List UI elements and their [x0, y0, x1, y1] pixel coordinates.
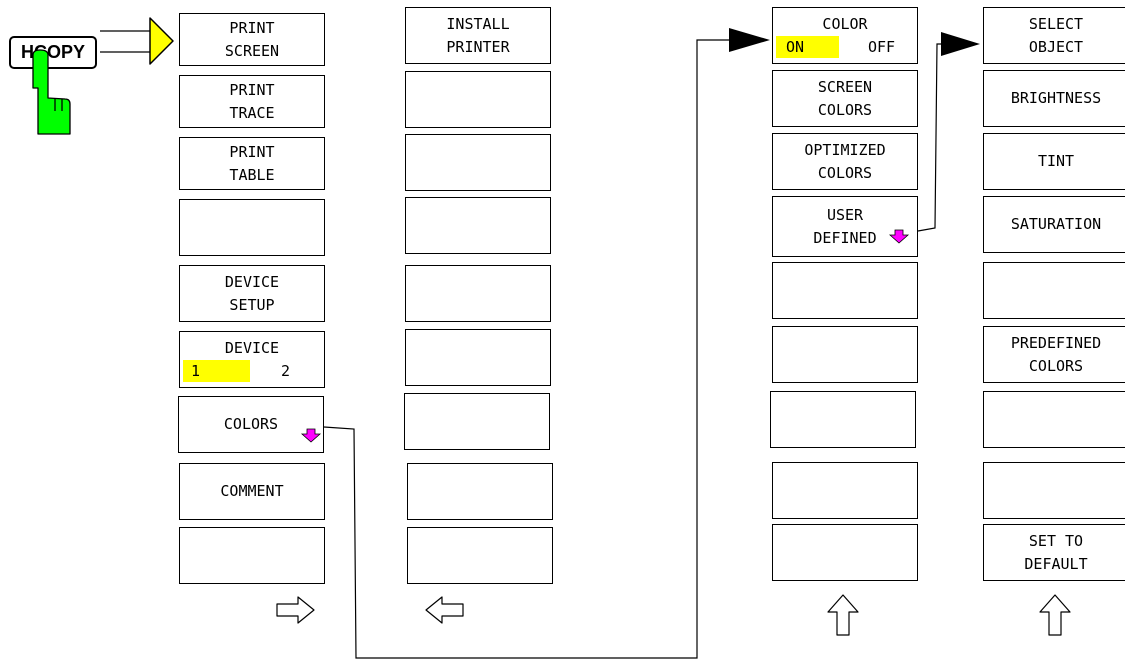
softkey-blank[interactable] [405, 134, 551, 191]
right-arrow-icon [149, 17, 174, 65]
softkey-label: PRINT [229, 18, 275, 37]
color-toggle[interactable]: ON OFF [773, 35, 917, 59]
softkey-blank[interactable] [405, 197, 551, 254]
softkey-label: PRINT [229, 80, 275, 99]
softkey-blank[interactable] [407, 527, 553, 584]
softkey-colors[interactable]: COLORS [178, 396, 324, 453]
softkey-label: SCREEN [817, 77, 873, 96]
softkey-saturation[interactable]: SATURATION [983, 196, 1125, 253]
softkey-label: COMMENT [220, 482, 284, 500]
softkey-label: PRINTER [446, 37, 510, 56]
color-off-option[interactable]: OFF [868, 37, 896, 56]
softkey-blank[interactable] [179, 527, 325, 584]
softkey-select-object[interactable]: SELECT OBJECT [983, 7, 1125, 64]
softkey-label: DEVICE [224, 272, 280, 291]
softkey-install-printer[interactable]: INSTALL PRINTER [405, 7, 551, 64]
softkey-label: COLORS [817, 163, 873, 182]
device-option-2[interactable]: 2 [281, 361, 291, 380]
right-arrow-icon [941, 32, 980, 56]
softkey-print-trace[interactable]: PRINT TRACE [179, 75, 325, 128]
softkey-label: TRACE [229, 103, 275, 122]
softkey-label: SCREEN [224, 41, 280, 60]
softkey-label: DEFAULT [1024, 554, 1088, 573]
softkey-blank[interactable] [983, 262, 1125, 319]
user-defined-to-select-object-connector [917, 43, 943, 232]
softkey-color[interactable]: COLOR ON OFF [772, 7, 918, 64]
softkey-print-screen[interactable]: PRINT SCREEN [179, 13, 325, 66]
softkey-optimized-colors[interactable]: OPTIMIZED COLORS [772, 133, 918, 190]
up-arrow-icon[interactable] [825, 592, 861, 638]
colors-to-color-connector [323, 39, 733, 659]
next-page-arrow-icon[interactable] [274, 594, 320, 626]
prev-page-arrow-icon[interactable] [420, 594, 466, 626]
softkey-label: COLOR [822, 14, 868, 33]
softkey-blank[interactable] [179, 199, 325, 256]
device-option-1[interactable]: 1 [191, 361, 201, 380]
softkey-blank[interactable] [405, 71, 551, 128]
softkey-blank[interactable] [772, 326, 918, 383]
softkey-label: SET TO [1028, 531, 1084, 550]
softkey-label: DEFINED [813, 228, 877, 247]
softkey-label: TABLE [229, 165, 275, 184]
softkey-label: BRIGHTNESS [1010, 89, 1102, 107]
softkey-device-setup[interactable]: DEVICE SETUP [179, 265, 325, 322]
softkey-blank[interactable] [407, 463, 553, 520]
softkey-screen-colors[interactable]: SCREEN COLORS [772, 70, 918, 127]
softkey-blank[interactable] [770, 391, 916, 448]
softkey-label: PRINT [229, 142, 275, 161]
softkey-label: PREDEFINED [1010, 333, 1102, 352]
softkey-label: OBJECT [1028, 37, 1084, 56]
softkey-label: COLORS [1028, 356, 1084, 375]
up-arrow-icon[interactable] [1037, 592, 1073, 638]
hcopy-hardkey[interactable]: HCOPY [9, 36, 97, 69]
softkey-label: COLORS [817, 100, 873, 119]
device-toggle[interactable]: 1 2 [180, 359, 324, 383]
softkey-blank[interactable] [405, 329, 551, 386]
softkey-tint[interactable]: TINT [983, 133, 1125, 190]
color-on-option[interactable]: ON [786, 37, 805, 56]
softkey-label: OPTIMIZED [804, 140, 886, 159]
softkey-device[interactable]: DEVICE 1 2 [179, 331, 325, 388]
softkey-set-to-default[interactable]: SET TO DEFAULT [983, 524, 1125, 581]
softkey-brightness[interactable]: BRIGHTNESS [983, 70, 1125, 127]
softkey-label: INSTALL [446, 14, 510, 33]
selected-option-highlight [183, 359, 250, 382]
right-arrow-icon [729, 28, 770, 52]
softkey-label: DEVICE [224, 338, 280, 357]
softkey-blank[interactable] [983, 391, 1125, 448]
softkey-blank[interactable] [404, 393, 550, 450]
softkey-blank[interactable] [772, 524, 918, 581]
softkey-blank[interactable] [983, 462, 1125, 519]
softkey-comment[interactable]: COMMENT [179, 463, 325, 520]
softkey-label: SATURATION [1010, 215, 1102, 233]
softkey-label: SETUP [229, 295, 275, 314]
softkey-print-table[interactable]: PRINT TABLE [179, 137, 325, 190]
softkey-label: SELECT [1028, 14, 1084, 33]
softkey-blank[interactable] [772, 462, 918, 519]
softkey-predefined-colors[interactable]: PREDEFINED COLORS [983, 326, 1125, 383]
selected-option-highlight [776, 35, 839, 58]
softkey-blank[interactable] [405, 265, 551, 322]
softkey-label: COLORS [223, 415, 279, 433]
softkey-label: USER [826, 205, 864, 224]
softkey-blank[interactable] [772, 262, 918, 319]
softkey-label: TINT [1037, 152, 1075, 170]
softkey-user-defined[interactable]: USER DEFINED [772, 196, 918, 257]
